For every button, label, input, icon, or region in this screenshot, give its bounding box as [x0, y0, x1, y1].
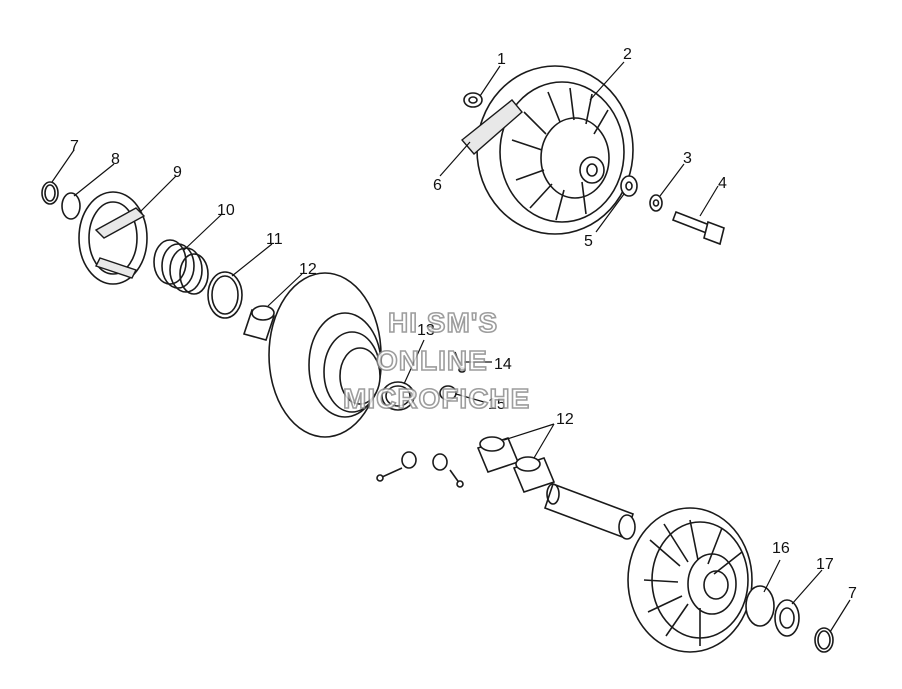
part-17-washer: [774, 599, 800, 637]
watermark-line-3: MICROFICHE: [343, 383, 530, 414]
fixed-sheave: [627, 507, 753, 653]
callout-4: 4: [718, 175, 727, 192]
moveable-sheave: [268, 272, 382, 438]
small-screw-left: [376, 467, 403, 482]
callout-17: 17: [816, 556, 834, 573]
part-1-washer: [463, 92, 483, 108]
callout-12-lower: 12: [556, 411, 574, 428]
part-9-cam: [78, 191, 148, 285]
part-2-drive-sheave: [476, 65, 634, 235]
callout-16: 16: [772, 540, 790, 557]
callout-7-left: 7: [70, 138, 79, 155]
callout-14: 14: [494, 356, 512, 373]
callout-11: 11: [266, 231, 283, 248]
small-screw-right: [449, 469, 464, 488]
part-5-washer: [620, 175, 638, 197]
callout-1: 1: [497, 51, 506, 68]
leader-lines: [51, 61, 851, 633]
callout-3: 3: [683, 150, 692, 167]
callout-7-right: 7: [848, 585, 857, 602]
callout-2: 2: [623, 46, 632, 63]
part-8-washer: [61, 192, 81, 220]
part-12-bushing-lower-b: [512, 456, 556, 493]
callout-9: 9: [173, 164, 182, 181]
part-14-screw: [454, 351, 466, 373]
part-4-bolt: [671, 210, 725, 246]
callout-6: 6: [433, 177, 442, 194]
part-3-lock-washer: [649, 194, 663, 212]
part-13-bushing: [381, 381, 415, 411]
watermark-line-1: HI SM'S: [388, 307, 498, 338]
callout-15: 15: [488, 396, 506, 413]
callout-8: 8: [111, 151, 120, 168]
watermark: HI SM'S ONLINE MICROFICHE: [342, 306, 530, 415]
part-6-belt-strap: [460, 99, 523, 155]
part-10-spring: [153, 239, 209, 295]
callout-12-upper: 12: [299, 261, 317, 278]
small-roller-right: [432, 453, 448, 471]
part-7-snap-ring-right: [814, 627, 834, 653]
part-16-washer: [745, 585, 775, 627]
callout-10: 10: [217, 202, 235, 219]
callout-13: 13: [417, 322, 435, 339]
part-11-ring: [207, 271, 243, 319]
part-15-roller: [439, 385, 457, 401]
part-12-bushing-lower-a: [476, 436, 520, 473]
small-roller-left: [401, 451, 417, 469]
part-7-snap-ring-left: [41, 181, 59, 205]
part-12-bushing-upper: [242, 305, 276, 341]
driven-shaft: [543, 482, 636, 540]
callout-5: 5: [584, 233, 593, 250]
watermark-line-2: ONLINE: [376, 345, 488, 376]
